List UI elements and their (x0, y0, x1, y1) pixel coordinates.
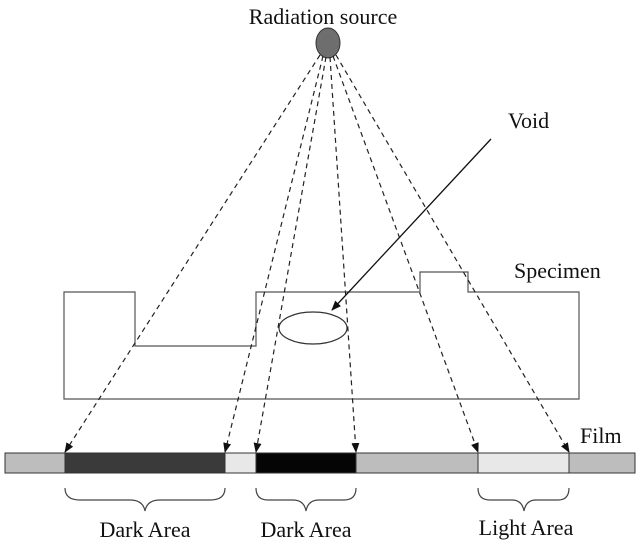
brace-left (64, 487, 226, 512)
brace-right (477, 487, 570, 512)
area-braces (64, 487, 570, 512)
film-strip (4, 452, 636, 474)
radiation-rays (64, 54, 570, 453)
film-light-area-right (477, 452, 570, 474)
ray-6 (335, 54, 570, 453)
area-label-middle: Dark Area (260, 517, 351, 542)
brace-middle (255, 487, 357, 512)
ray-1 (64, 54, 321, 453)
ray-4 (329, 56, 360, 453)
ray-3 (253, 56, 327, 453)
film-light-segment (224, 452, 257, 474)
specimen-label: Specimen (514, 258, 601, 283)
area-label-right: Light Area (479, 515, 574, 540)
void-pointer-arrow (331, 138, 492, 311)
ray-2 (223, 55, 324, 453)
radiation-source (315, 27, 341, 59)
void-ellipse (278, 311, 348, 345)
source-label: Radiation source (249, 4, 397, 29)
area-label-left: Dark Area (99, 517, 190, 542)
film-dark-area-middle (255, 452, 357, 474)
film-label: Film (580, 423, 622, 448)
ray-5 (332, 55, 479, 453)
film-dark-area-left (64, 452, 226, 474)
void-label: Void (508, 108, 549, 133)
